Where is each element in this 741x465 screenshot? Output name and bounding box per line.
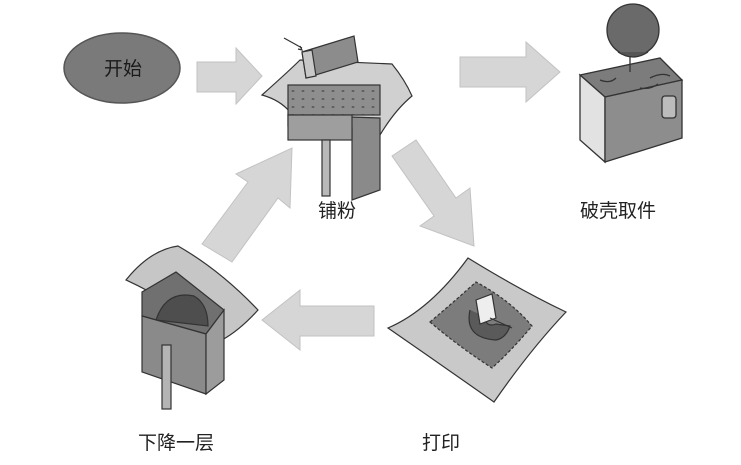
lower-label: 下降一层 [138,432,215,454]
start-label: 开始 [104,58,143,80]
powder-label: 铺粉 [318,200,357,222]
arrow-print-to-lower [261,288,375,352]
print-label: 打印 [422,432,461,454]
arrow-powder-to-remove [459,40,561,104]
arrow-lower-to-powder [201,147,293,263]
remove-label: 破壳取件 [580,200,657,222]
printing-layer-icon [386,257,568,403]
arrow-start-to-powder [196,46,263,106]
platform-lower-icon [125,245,259,410]
arrow-powder-to-print [391,139,475,247]
powder-spreading-icon [260,35,413,201]
start-node [63,32,181,104]
part-removal-icon [578,3,684,164]
